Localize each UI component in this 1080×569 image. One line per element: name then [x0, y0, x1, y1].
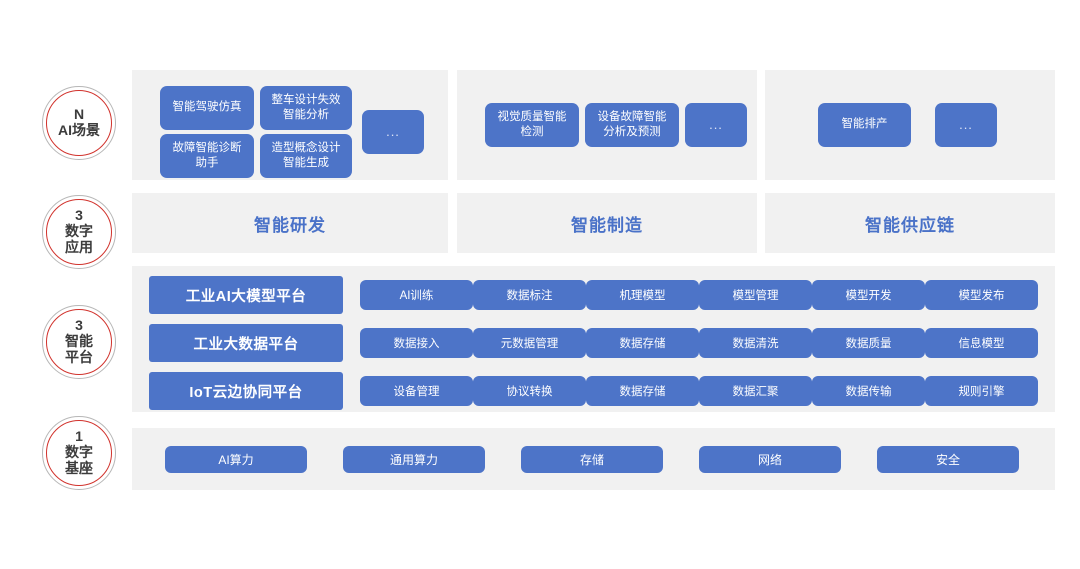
scenario-tile[interactable]: 设备故障智能 分析及预测: [585, 103, 679, 147]
scenario-panel-supplychain: 智能排产 ...: [765, 70, 1055, 180]
tile-line2: 智能生成: [283, 157, 329, 169]
platform-module[interactable]: 元数据管理: [473, 328, 586, 358]
application-panel-research[interactable]: 智能研发: [132, 193, 448, 253]
scenario-more-tile[interactable]: ...: [935, 103, 997, 147]
platform-module[interactable]: 数据存储: [586, 376, 699, 406]
badge-label-line1: 数字: [65, 444, 93, 461]
platform-module[interactable]: AI训练: [360, 280, 473, 310]
layer-badge-digital-foundation: 1 数字 基座: [42, 416, 116, 490]
tile-line2: 分析及预测: [603, 126, 661, 138]
foundation-tile[interactable]: 网络: [699, 446, 841, 473]
foundation-tile[interactable]: 通用算力: [343, 446, 485, 473]
platform-module[interactable]: 数据传输: [812, 376, 925, 406]
foundation-tile[interactable]: 存储: [521, 446, 663, 473]
scenario-panel-research: 智能驾驶仿真 整车设计失效 智能分析 故障智能诊断 助手 造型概念设计 智能生成…: [132, 70, 448, 180]
scenario-panel-manufacturing: 视觉质量智能 检测 设备故障智能 分析及预测 ...: [457, 70, 757, 180]
badge-label: AI场景: [58, 122, 100, 138]
platform-module[interactable]: 数据标注: [473, 280, 586, 310]
badge-label-line2: 平台: [65, 348, 93, 365]
platform-module[interactable]: 设备管理: [360, 376, 473, 406]
tile-line2: 智能分析: [283, 109, 329, 121]
tile-line1: 设备故障智能: [597, 110, 667, 123]
platform-module[interactable]: 信息模型: [925, 328, 1038, 358]
scenario-tile[interactable]: 智能驾驶仿真: [160, 86, 254, 130]
application-panel-supplychain[interactable]: 智能供应链: [765, 193, 1055, 253]
foundation-tile[interactable]: AI算力: [165, 446, 307, 473]
scenario-more-tile[interactable]: ...: [362, 110, 424, 154]
badge-number: 1: [75, 428, 83, 445]
tile-line1: 整车设计失效: [271, 93, 341, 106]
platform-module[interactable]: 模型管理: [699, 280, 812, 310]
platform-module[interactable]: 数据汇聚: [699, 376, 812, 406]
scenario-more-tile[interactable]: ...: [685, 103, 747, 147]
scenario-tile[interactable]: 故障智能诊断 助手: [160, 134, 254, 178]
platform-module[interactable]: 数据清洗: [699, 328, 812, 358]
platform-module[interactable]: 规则引擎: [925, 376, 1038, 406]
scenario-tile[interactable]: 造型概念设计 智能生成: [260, 134, 352, 178]
platform-label-ai-model[interactable]: 工业AI大模型平台: [149, 276, 343, 314]
application-label: 智能研发: [254, 215, 326, 235]
platform-module[interactable]: 模型发布: [925, 280, 1038, 310]
scenario-tile[interactable]: 整车设计失效 智能分析: [260, 86, 352, 130]
application-panel-manufacturing[interactable]: 智能制造: [457, 193, 757, 253]
scenario-tile[interactable]: 智能排产: [818, 103, 911, 147]
platform-label-big-data[interactable]: 工业大数据平台: [149, 324, 343, 362]
foundation-tile[interactable]: 安全: [877, 446, 1019, 473]
tile-line1: 造型概念设计: [271, 141, 341, 154]
platform-module[interactable]: 数据质量: [812, 328, 925, 358]
layer-badge-ai-scenario: N AI场景: [42, 86, 116, 160]
badge-label-line1: 智能: [65, 333, 93, 350]
layer-badge-digital-application: 3 数字 应用: [42, 195, 116, 269]
application-label: 智能供应链: [865, 215, 955, 235]
layer-badge-intelligent-platform: 3 智能 平台: [42, 305, 116, 379]
application-label: 智能制造: [571, 215, 643, 235]
platform-module[interactable]: 数据存储: [586, 328, 699, 358]
platform-panel: 工业AI大模型平台 工业大数据平台 IoT云边协同平台 AI训练 数据标注 机理…: [132, 266, 1055, 412]
platform-module[interactable]: 协议转换: [473, 376, 586, 406]
badge-number: N: [73, 106, 85, 123]
badge-label-line2: 应用: [65, 238, 93, 255]
scenario-tile[interactable]: 视觉质量智能 检测: [485, 103, 579, 147]
badge-label-line1: 数字: [65, 223, 93, 240]
badge-number: 3: [75, 317, 83, 334]
tile-line2: 检测: [520, 126, 544, 138]
platform-label-iot[interactable]: IoT云边协同平台: [149, 372, 343, 410]
badge-label-line2: 基座: [65, 459, 93, 476]
platform-module[interactable]: 数据接入: [360, 328, 473, 358]
tile-line1: 视觉质量智能: [497, 110, 567, 123]
platform-module[interactable]: 机理模型: [586, 280, 699, 310]
platform-module[interactable]: 模型开发: [812, 280, 925, 310]
tile-line2: 助手: [195, 157, 219, 169]
tile-line1: 故障智能诊断: [172, 141, 242, 154]
badge-number: 3: [75, 207, 83, 224]
